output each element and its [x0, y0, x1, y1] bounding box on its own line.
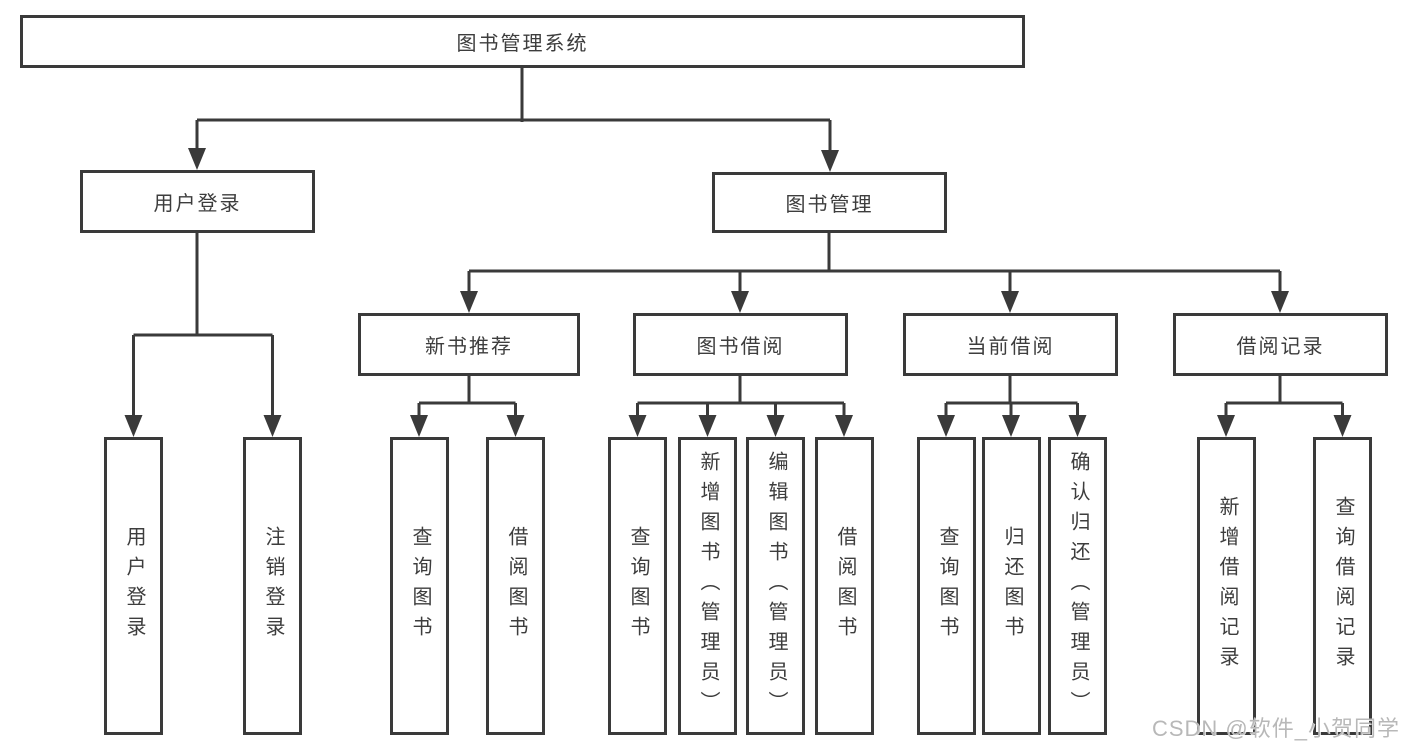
leaf-add-books-admin: 新增图书（管理员）	[678, 437, 737, 735]
leaf-edit-books-admin: 编辑图书（管理员）	[746, 437, 805, 735]
leaf-borrow-books-borrowing: 借阅图书	[815, 437, 874, 735]
leaf-query-books-current: 查询图书	[917, 437, 976, 735]
watermark-text: CSDN @软件_小贺同学	[1151, 716, 1400, 741]
node-user-login: 用户登录	[80, 170, 315, 233]
node-borrowing-records: 借阅记录	[1173, 313, 1388, 376]
leaf-query-books-recommend: 查询图书	[390, 437, 449, 735]
node-current-borrowing: 当前借阅	[903, 313, 1118, 376]
leaf-query-borrow-record: 查询借阅记录	[1313, 437, 1372, 735]
leaf-query-books-borrowing: 查询图书	[608, 437, 667, 735]
leaf-add-borrow-record: 新增借阅记录	[1197, 437, 1256, 735]
node-book-management: 图书管理	[712, 172, 947, 233]
leaf-user-login: 用户登录	[104, 437, 163, 735]
node-book-borrowing: 图书借阅	[633, 313, 848, 376]
leaf-confirm-return-admin: 确认归还（管理员）	[1048, 437, 1107, 735]
leaf-logout-login: 注销登录	[243, 437, 302, 735]
leaf-return-books: 归还图书	[982, 437, 1041, 735]
node-new-book-recommendation: 新书推荐	[358, 313, 580, 376]
leaf-borrow-books-recommend: 借阅图书	[486, 437, 545, 735]
node-library-management-system: 图书管理系统	[20, 15, 1025, 68]
